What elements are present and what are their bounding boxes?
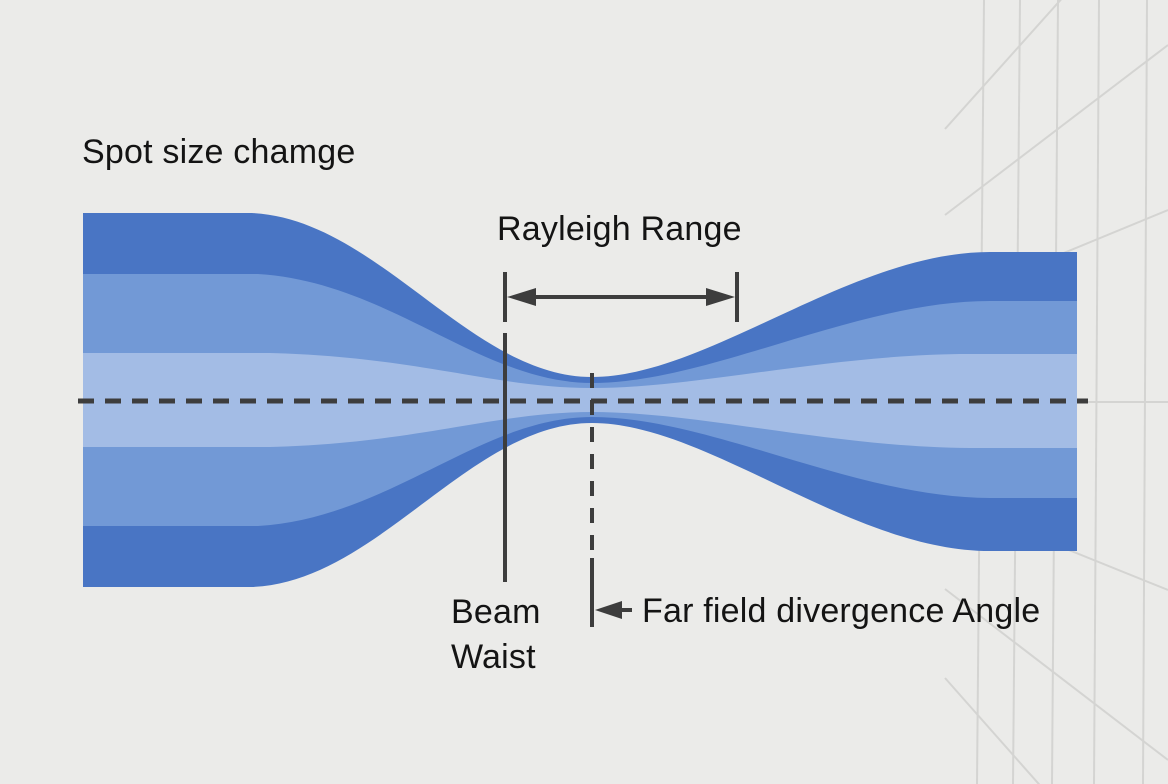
grid-ray	[944, 588, 1168, 761]
grid-vertical	[1093, 0, 1100, 784]
rayleigh-range-label: Rayleigh Range	[497, 210, 742, 248]
beam-waist-label: Beam Waist	[451, 593, 541, 676]
annotation-lines	[78, 272, 1088, 627]
far-field-divergence-label: Far field divergence Angle	[642, 592, 1041, 630]
grid-ray	[944, 0, 1062, 130]
far-field-arrowhead-icon	[595, 601, 622, 619]
grid-vertical	[1142, 0, 1148, 784]
rayleigh-arrowhead-left-icon	[507, 288, 536, 306]
diagram-title: Spot size chamge	[82, 133, 356, 171]
rayleigh-arrowhead-right-icon	[706, 288, 735, 306]
grid-ray	[944, 677, 1041, 784]
